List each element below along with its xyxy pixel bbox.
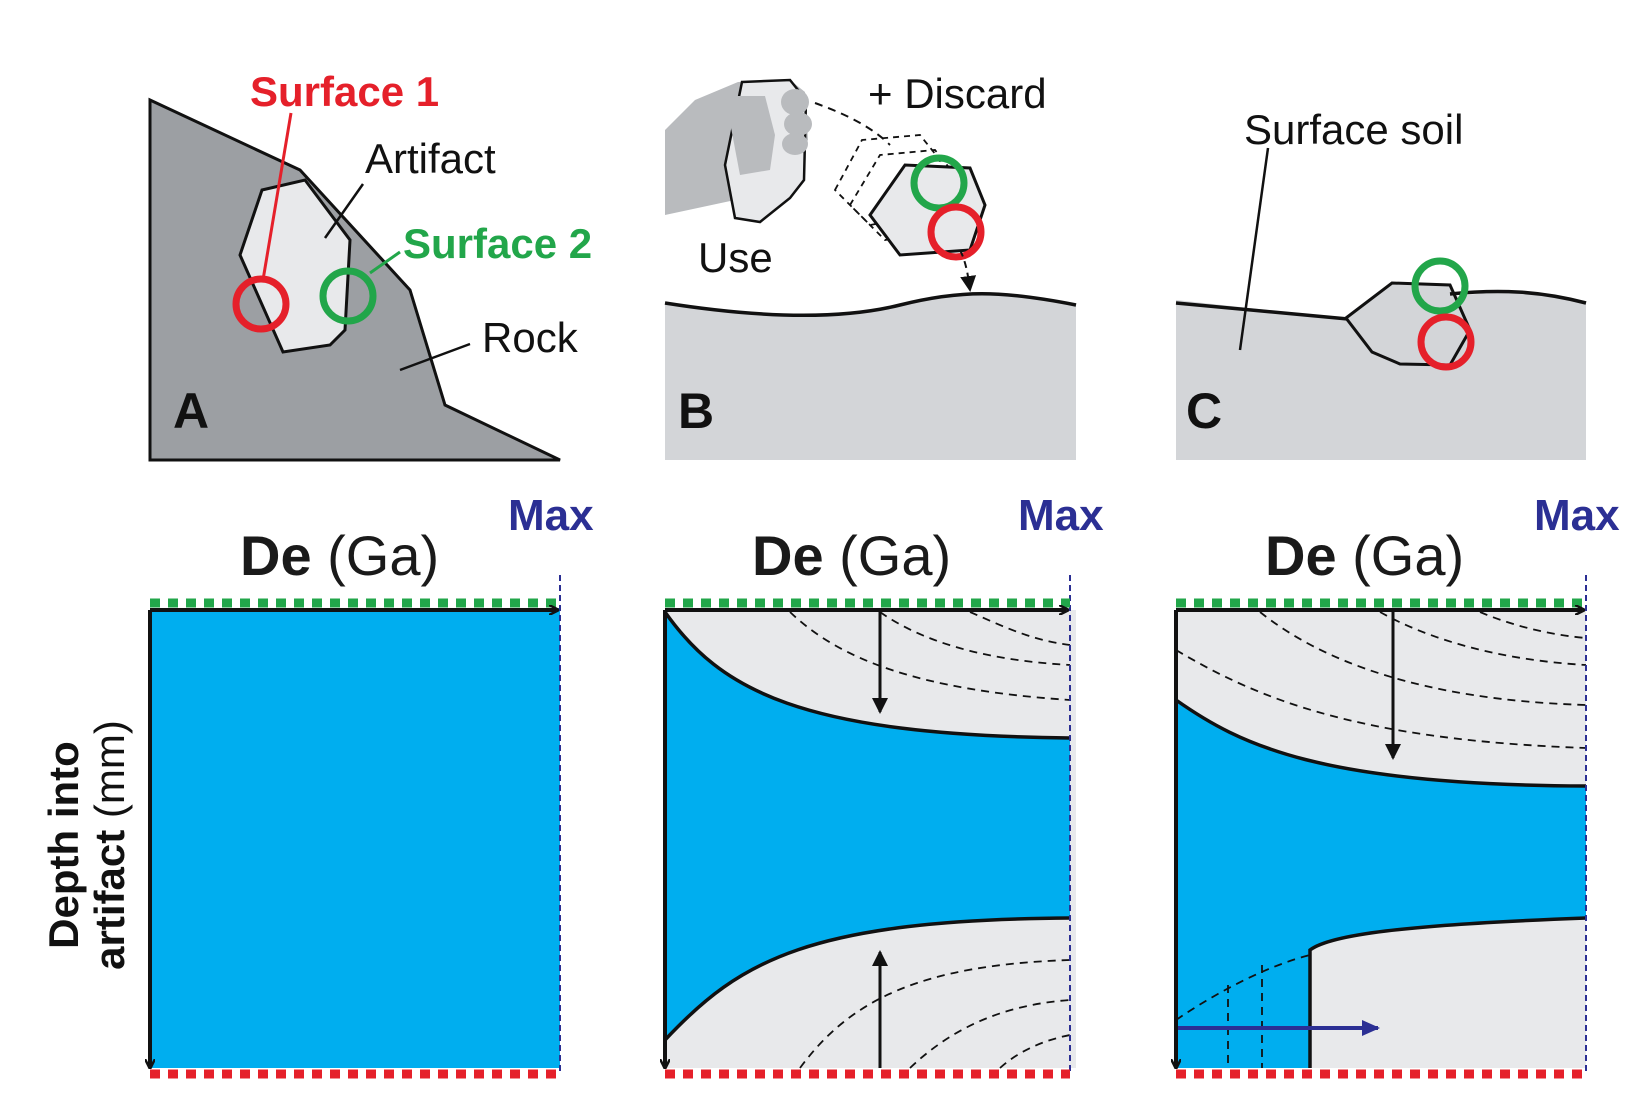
x-axis-label-2: De (Ga) (752, 524, 951, 587)
lower-front-3 (1308, 916, 1587, 1068)
y-label-line2: artifact (mm) (86, 720, 133, 970)
luminescence-fill-2 (665, 612, 1070, 1040)
plot-2: De (Ga) Max (663, 491, 1104, 1079)
surface2-ring-c (1411, 257, 1469, 315)
panel-letter-a: A (173, 383, 209, 439)
plot-1: De (Ga) Max (150, 491, 594, 1079)
surface2-ring (319, 267, 377, 325)
previous-fronts-2 (789, 611, 1071, 1069)
max-label-1: Max (508, 491, 594, 540)
x-axis-label-3: De (Ga) (1265, 524, 1464, 587)
upper-front-3 (1174, 698, 1587, 788)
surface1-ring-b (927, 203, 985, 261)
luminescence-fill-1 (150, 608, 560, 1068)
max-label-2: Max (1018, 491, 1104, 540)
rock-shape (148, 97, 561, 462)
artifact-shape (238, 178, 352, 354)
surface2-leader (369, 250, 401, 275)
panel-b: + Discard Use B (664, 70, 1077, 460)
upper-front-2 (663, 610, 1071, 740)
soil-label: Surface soil (1244, 106, 1463, 153)
rock-leader (399, 342, 471, 372)
swing-path (814, 102, 891, 146)
surface1-leader (261, 112, 293, 281)
fall-arrow (959, 249, 977, 292)
luminescence-fill-3 (1176, 700, 1586, 1068)
artifact-leader (323, 183, 365, 239)
surface1-label: Surface 1 (250, 68, 439, 115)
falling-artifact (868, 163, 987, 257)
surface1-ring (232, 275, 290, 333)
previous-fronts-3 (1175, 611, 1587, 1068)
lower-front-2 (663, 916, 1071, 1042)
soil-leader (1238, 147, 1270, 351)
plot-3: De (Ga) Max (1174, 491, 1620, 1079)
x-axis-label-1: De (Ga) (240, 524, 439, 587)
y-label-line1: Depth into (40, 741, 87, 949)
surface2-ring-b (910, 154, 968, 212)
panel-c: Surface soil C (1175, 106, 1587, 460)
panel-a: Surface 1 Artifact Surface 2 Rock A (148, 68, 592, 462)
ground-c (1176, 292, 1586, 460)
buried-artifact (1343, 281, 1472, 367)
max-label-3: Max (1534, 491, 1620, 540)
hand-icon (665, 78, 812, 224)
panel-letter-c: C (1186, 383, 1222, 439)
panel-letter-b: B (678, 383, 714, 439)
artifact-label: Artifact (365, 135, 496, 182)
surface1-ring-c (1417, 313, 1475, 371)
discard-label: + Discard (868, 70, 1047, 117)
ground-surface-b (664, 292, 1077, 318)
rock-label: Rock (482, 314, 579, 361)
ground-b (665, 293, 1076, 460)
use-label: Use (698, 234, 773, 281)
y-axis-label: Depth into artifact (mm) (40, 720, 133, 970)
surface2-label: Surface 2 (403, 220, 592, 267)
